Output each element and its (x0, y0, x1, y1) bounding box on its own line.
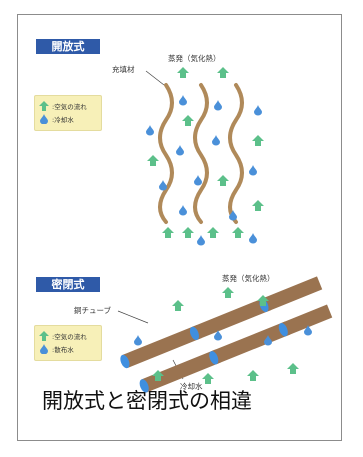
coolant-label: 冷却水 (180, 382, 203, 391)
closed-type-tag: 密閉式 (36, 277, 100, 292)
fill-material-strips (158, 83, 244, 224)
air-flow-arrow-icon (39, 330, 49, 341)
copper-tube-label: 銅チューブ (74, 306, 112, 315)
air-flow-arrow-icon (39, 100, 49, 111)
closed-type-section: 密閉式 :空気の流れ :散布水 蒸発（気化熱） 銅チューブ 冷却水 (18, 265, 341, 393)
figure-caption: 開放式と密閉式の相違 (42, 389, 252, 413)
legend-air-label: :空気の流れ (52, 332, 87, 341)
legend-water-label: :冷却水 (52, 115, 74, 124)
open-evaporation-label: 蒸発（気化熱） (168, 54, 221, 63)
water-drops (146, 95, 262, 246)
air-flow-arrows (152, 287, 299, 384)
open-type-section: 開放式 :空気の流れ :冷却水 蒸発（気化熱） 充填材 (18, 15, 341, 265)
legend-air-row: :空気の流れ (39, 329, 97, 342)
legend-air-label: :空気の流れ (52, 102, 87, 111)
closed-type-illustration (117, 276, 333, 393)
figure-frame: 開放式 :空気の流れ :冷却水 蒸発（気化熱） 充填材 (17, 14, 342, 441)
legend-water-row: :冷却水 (39, 112, 97, 125)
legend-water-row: :散布水 (39, 342, 97, 355)
copper-tubes (120, 276, 333, 393)
closed-legend: :空気の流れ :散布水 (34, 325, 102, 361)
open-type-illustration (145, 67, 264, 246)
legend-water-label: :散布水 (52, 345, 74, 354)
open-type-tag: 開放式 (36, 39, 100, 54)
water-drop-icon (40, 343, 48, 354)
fill-material-label: 充填材 (112, 65, 135, 74)
water-drops (134, 325, 312, 346)
water-drop-icon (40, 113, 48, 124)
air-flow-arrows (147, 67, 264, 238)
closed-evaporation-label: 蒸発（気化熱） (222, 274, 275, 283)
open-legend: :空気の流れ :冷却水 (34, 95, 102, 131)
legend-air-row: :空気の流れ (39, 99, 97, 112)
